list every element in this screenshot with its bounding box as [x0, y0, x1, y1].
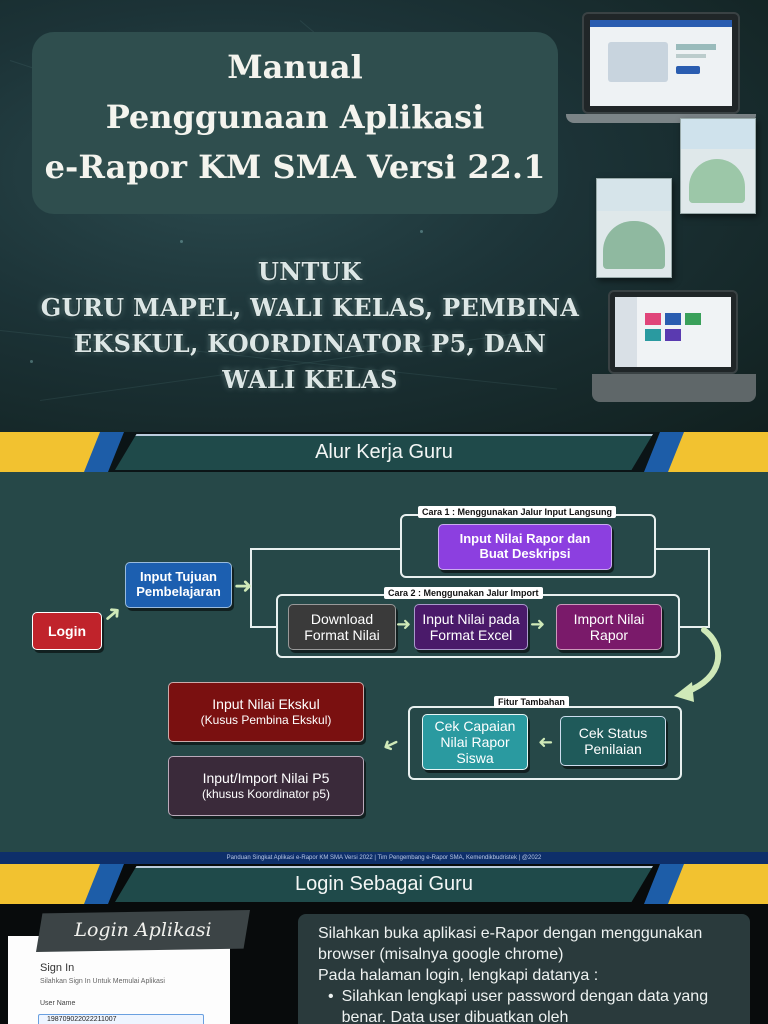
login-node-label: Login: [47, 622, 87, 639]
title-box: [32, 32, 558, 214]
section-heading: Login Sebagai Guru: [295, 873, 473, 895]
title-line-3: e-Rapor KM SMA Versi 22.1: [44, 148, 546, 186]
arrow-right-icon: ➜: [396, 614, 412, 635]
description-box: Silahkan buka aplikasi e-Rapor dengan me…: [298, 914, 750, 1024]
section-banner: Alur Kerja Guru: [0, 432, 768, 472]
input-ekskul-node: Input Nilai Ekskul (Kusus Pembina Ekskul…: [168, 682, 364, 742]
description-bullet-1: Silahkan lengkapi user password dengan d…: [341, 988, 709, 1024]
login-tag-badge: [36, 910, 250, 952]
fitur-label: Fitur Tambahan: [494, 696, 569, 708]
cara1-label: Cara 1 : Menggunakan Jalur Input Langsun…: [418, 506, 617, 518]
subtitle-line-3: EKSKUL, KOORDINATOR P5, DAN: [73, 329, 547, 358]
connector-line: [250, 626, 276, 628]
signin-title: Sign In: [40, 962, 75, 974]
curved-arrow-icon: [674, 627, 722, 702]
input-p5-node: Input/Import Nilai P5 (khusus Koordinato…: [168, 756, 364, 816]
input-tujuan-label: Input Tujuan Pembelajaran: [136, 569, 221, 599]
cek-capaian-label: Cek Capaian Nilai Rapor Siswa: [434, 717, 516, 767]
connector-line: [708, 548, 710, 626]
decor-dot: [30, 360, 33, 363]
section-heading: Alur Kerja Guru: [315, 441, 453, 463]
description-para-2: Pada halaman login, lengkapi datanya :: [318, 967, 599, 984]
connector-line: [250, 548, 400, 550]
username-label: User Name: [40, 1000, 76, 1007]
input-p5-subtitle: (khusus Koordinator p5): [201, 787, 331, 802]
input-nilai-excel-node: Input Nilai pada Format Excel: [414, 604, 528, 650]
subtitle-line-2: GURU MAPEL, WALI KELAS, PEMBINA: [40, 293, 580, 322]
input-nilai-rapor-node: Input Nilai Rapor dan Buat Deskripsi: [438, 524, 612, 570]
input-nilai-rapor-label: Input Nilai Rapor dan Buat Deskripsi: [459, 531, 591, 561]
audience-subtitle: UNTUK GURU MAPEL, WALI KELAS, PEMBINA EK…: [0, 254, 620, 398]
login-tag-label: Login Aplikasi: [74, 919, 212, 941]
cover-section: Manual Penggunaan Aplikasi e-Rapor KM SM…: [0, 0, 768, 432]
connector-line: [680, 626, 710, 628]
username-field[interactable]: 198709022022211007: [38, 1014, 204, 1024]
import-nilai-node: Import Nilai Rapor: [556, 604, 662, 650]
username-value: 198709022022211007: [47, 1016, 117, 1023]
decor-dot: [420, 230, 423, 233]
footer-strip: Panduan Singkat Aplikasi e-Rapor KM SMA …: [0, 852, 768, 864]
cek-capaian-node: Cek Capaian Nilai Rapor Siswa: [422, 714, 528, 770]
cara2-label: Cara 2 : Menggunakan Jalur Import: [384, 587, 543, 599]
cek-status-node: Cek Status Penilaian: [560, 716, 666, 766]
description-para-1: Silahkan buka aplikasi e-Rapor dengan me…: [318, 925, 703, 963]
input-tujuan-node: Input Tujuan Pembelajaran: [125, 562, 232, 608]
section-banner: Login Sebagai Guru: [0, 864, 768, 904]
title-line-2: Penggunaan Aplikasi: [105, 98, 485, 136]
decor-dot: [180, 240, 183, 243]
arrow-left-icon: ➜: [538, 732, 554, 753]
book-cover-illustration: [596, 178, 672, 278]
download-format-node: Download Format Nilai: [288, 604, 396, 650]
signin-subtitle: Silahkan Sign In Untuk Memulai Aplikasi: [40, 978, 165, 985]
arrow-right-icon: ➜: [234, 574, 253, 599]
title-line-1: Manual: [227, 48, 363, 86]
input-ekskul-title: Input Nilai Ekskul: [212, 696, 320, 713]
input-p5-title: Input/Import Nilai P5: [202, 770, 330, 787]
connector-line: [250, 548, 252, 626]
import-nilai-label: Import Nilai Rapor: [573, 610, 645, 643]
bullet-icon: •: [328, 988, 334, 1005]
book-cover-illustration: [680, 118, 756, 214]
arrow-right-icon: ➜: [530, 614, 546, 635]
description-bullet: • Silahkan lengkapi user password dengan…: [328, 986, 730, 1024]
subtitle-line-1: UNTUK: [257, 257, 362, 286]
download-format-label: Download Format Nilai: [304, 610, 380, 643]
workflow-diagram: [0, 472, 768, 852]
input-ekskul-subtitle: (Kusus Pembina Ekskul): [200, 713, 332, 728]
cek-status-label: Cek Status Penilaian: [578, 724, 648, 757]
input-nilai-excel-label: Input Nilai pada Format Excel: [422, 610, 520, 643]
subtitle-line-4: WALI KELAS: [222, 365, 398, 394]
connector-line: [656, 548, 710, 550]
login-node: Login: [32, 612, 102, 650]
